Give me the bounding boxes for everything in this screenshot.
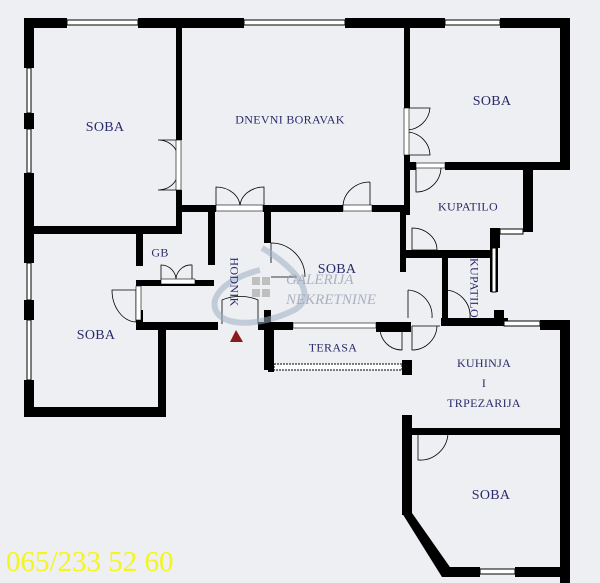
room-label-kupatilo-1: KUPATILO — [438, 199, 498, 214]
room-label-gb: GB — [151, 245, 169, 260]
room-label-soba-se: SOBA — [471, 488, 511, 503]
room-label-soba-nw: SOBA — [85, 120, 125, 135]
kuhinja-line1: KUHINJA — [456, 356, 512, 370]
room-label-terasa: TERASA — [308, 340, 358, 355]
room-label-soba-ne: SOBA — [472, 94, 512, 109]
windows — [26, 19, 541, 575]
room-label-hodnik: HODNIK — [227, 257, 242, 307]
contact-phone: 065/233 52 60 — [6, 546, 174, 578]
room-label-kupatilo-2: KUPATILO — [467, 258, 482, 318]
kuhinja-line3: TRPEZARIJA — [447, 396, 521, 410]
room-label-soba-sw: SOBA — [76, 328, 116, 343]
watermark-text: GALERIJA NEKRETNINE — [286, 270, 376, 310]
entrance-marker-icon — [230, 330, 243, 342]
room-label-soba-center: SOBA — [317, 262, 357, 277]
watermark-line1: GALERIJA — [286, 272, 354, 288]
terrace-railing — [273, 363, 403, 371]
kuhinja-line2: I — [481, 376, 487, 390]
watermark-logo — [211, 245, 308, 326]
watermark-line2: NEKRETNINE — [286, 292, 377, 308]
room-label-kuhinja: KUHINJA I TRPEZARIJA — [447, 353, 521, 413]
room-label-dnevni-boravak: DNEVNI BORAVAK — [235, 112, 345, 127]
